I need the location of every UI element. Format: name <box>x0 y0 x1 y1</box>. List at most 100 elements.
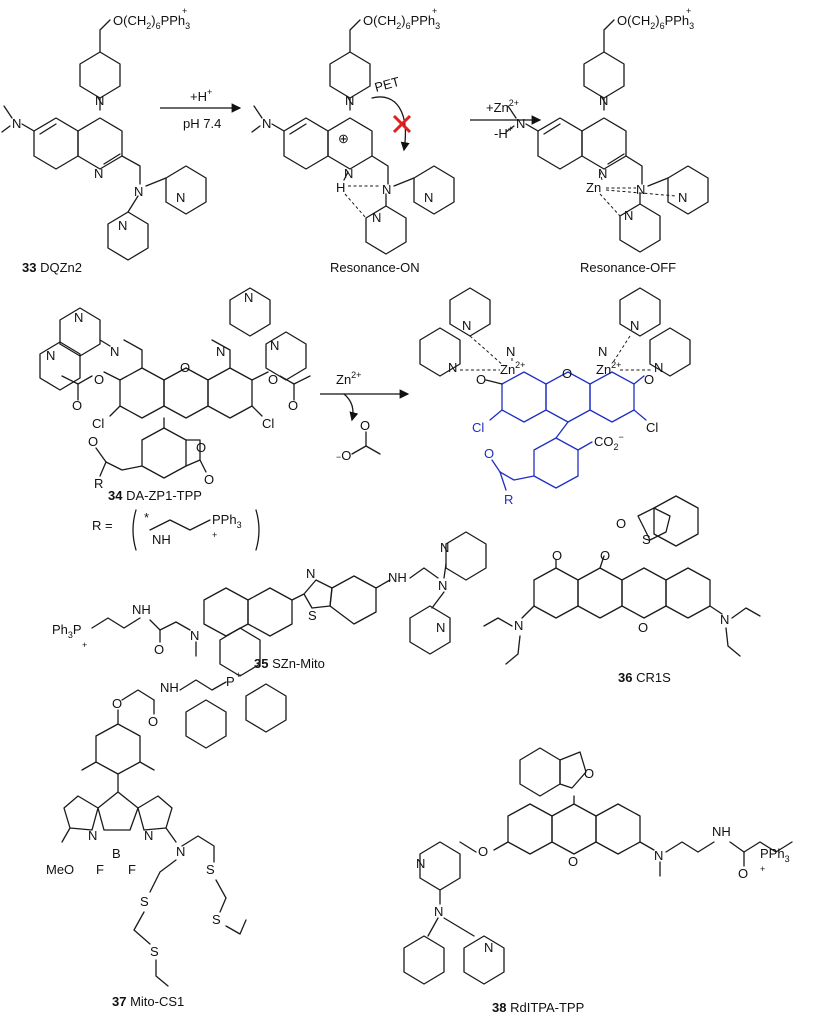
svg-text:S: S <box>140 894 149 909</box>
svg-text:R: R <box>504 492 513 507</box>
svg-text:O: O <box>476 372 486 387</box>
svg-text:N: N <box>598 166 607 181</box>
svg-text:N: N <box>636 182 645 197</box>
svg-text:*: * <box>144 510 149 525</box>
svg-text:O: O <box>112 696 122 711</box>
svg-text:+: + <box>760 864 765 874</box>
svg-text:O: O <box>204 472 214 487</box>
svg-text:N: N <box>630 318 639 333</box>
svg-text:O: O <box>94 372 104 387</box>
compound-38-structure: O O O N N N N NH O PPh3 + 38 RdITPA-TPP <box>403 747 793 1015</box>
svg-text:Zn2+: Zn2+ <box>500 360 525 377</box>
svg-text:N: N <box>516 116 525 131</box>
svg-text:+: + <box>182 6 187 16</box>
svg-text:O: O <box>72 398 82 413</box>
svg-text:34 DA-ZP1-TPP: 34 DA-ZP1-TPP <box>108 488 202 503</box>
svg-text:O: O <box>584 766 594 781</box>
svg-text:⊕: ⊕ <box>338 131 349 146</box>
svg-text:N: N <box>654 848 663 863</box>
svg-text:N: N <box>88 828 97 843</box>
svg-text:O: O <box>552 548 562 563</box>
svg-text:N: N <box>262 116 271 131</box>
svg-text:O: O <box>154 642 164 657</box>
svg-text:H: H <box>336 180 345 195</box>
svg-text:B: B <box>112 846 121 861</box>
svg-text:N: N <box>190 628 199 643</box>
svg-text:+: + <box>212 530 217 540</box>
compound-35-structure: Ph3P + NH O N N S NH N N N 35 SZn-Mito <box>52 531 487 671</box>
svg-text:O: O <box>644 372 654 387</box>
svg-text:N: N <box>438 578 447 593</box>
svg-text:O: O <box>288 398 298 413</box>
svg-text:O: O <box>568 854 578 869</box>
svg-text:37 Mito-CS1: 37 Mito-CS1 <box>112 994 184 1009</box>
svg-text:NH: NH <box>152 532 171 547</box>
svg-text:PET: PET <box>373 74 401 95</box>
svg-text:S: S <box>642 532 651 547</box>
zinc-complex-structure: O Cl Cl O O Zn2+ Zn2+ N N N N N N CO2− <box>419 287 691 507</box>
svg-text:N: N <box>372 210 381 225</box>
svg-text:N: N <box>599 93 608 108</box>
svg-text:NH: NH <box>712 824 731 839</box>
svg-text:CO2−: CO2− <box>594 432 624 452</box>
svg-text:N: N <box>176 190 185 205</box>
svg-text:S: S <box>212 912 221 927</box>
reaction-arrow-protonation: +H+ pH 7.4 <box>160 87 242 131</box>
svg-text:N: N <box>94 166 103 181</box>
svg-text:N: N <box>382 182 391 197</box>
svg-text:Cl: Cl <box>472 420 484 435</box>
svg-text:N: N <box>654 360 663 375</box>
svg-text:O: O <box>268 372 278 387</box>
compound-34-structure: O Cl Cl O O O O N N N N N N <box>39 287 311 551</box>
svg-text:O: O <box>484 446 494 461</box>
svg-text:N: N <box>506 344 515 359</box>
svg-text:N: N <box>216 344 225 359</box>
svg-text:F: F <box>96 862 104 877</box>
svg-text:MeO: MeO <box>46 862 74 877</box>
svg-text:−O: −O <box>336 448 351 463</box>
svg-text:S: S <box>150 944 159 959</box>
svg-text:+: + <box>686 6 691 16</box>
svg-text:N: N <box>514 618 523 633</box>
compound-37-structure: O O NH P + N N B F F MeO N S S S S <box>46 627 287 1009</box>
svg-text:N: N <box>176 844 185 859</box>
svg-text:35 SZn-Mito: 35 SZn-Mito <box>254 656 325 671</box>
svg-text:O: O <box>478 844 488 859</box>
svg-text:O: O <box>616 516 626 531</box>
svg-text:N: N <box>624 208 633 223</box>
svg-text:N: N <box>344 166 353 181</box>
svg-text:N: N <box>118 218 127 233</box>
svg-text:F: F <box>128 862 136 877</box>
svg-text:N: N <box>416 856 425 871</box>
svg-text:pH 7.4: pH 7.4 <box>183 116 221 131</box>
svg-text:O: O <box>196 440 206 455</box>
svg-text:NH: NH <box>388 570 407 585</box>
svg-text:N: N <box>436 620 445 635</box>
svg-text:N: N <box>134 184 143 199</box>
svg-text:O: O <box>638 620 648 635</box>
svg-text:+Zn2+: +Zn2+ <box>486 98 519 115</box>
compound-36-structure: O O O S O N N 36 CR1S <box>483 495 761 685</box>
svg-text:36 CR1S: 36 CR1S <box>618 670 671 685</box>
svg-text:+: + <box>432 6 437 16</box>
svg-text:N: N <box>424 190 433 205</box>
compound-33-structure: O(CH2)6PPh3 + N N N N N N 33 DQZn2 <box>1 6 207 275</box>
reaction-arrow-zinc-addition: Zn2+ O −O <box>320 370 410 463</box>
svg-text:O: O <box>180 360 190 375</box>
svg-text:R: R <box>94 476 103 491</box>
svg-text:O: O <box>562 366 572 381</box>
svg-text:Cl: Cl <box>92 416 104 431</box>
svg-text:O: O <box>88 434 98 449</box>
svg-text:S: S <box>308 608 317 623</box>
svg-text:Zn2+: Zn2+ <box>596 360 621 377</box>
svg-text:N: N <box>144 828 153 843</box>
svg-text:N: N <box>598 344 607 359</box>
svg-text:PPh3: PPh3 <box>212 512 242 530</box>
svg-text:N: N <box>306 566 315 581</box>
svg-text:O(CH2)6PPh3: O(CH2)6PPh3 <box>617 13 694 31</box>
svg-text:N: N <box>484 940 493 955</box>
svg-text:N: N <box>74 310 83 325</box>
svg-text:Resonance-ON: Resonance-ON <box>330 260 420 275</box>
svg-text:O(CH2)6PPh3: O(CH2)6PPh3 <box>113 13 190 31</box>
